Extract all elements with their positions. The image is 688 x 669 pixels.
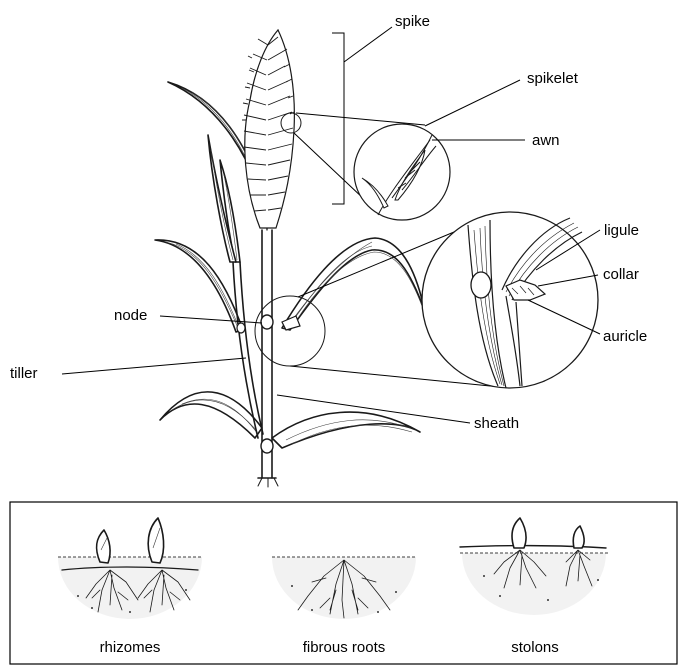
lower-left-leaf [160, 392, 262, 438]
leader-node [160, 316, 262, 323]
root-types-panel: rhizomes fibrous roots stolons [10, 502, 677, 664]
lower-right-leaf [272, 412, 420, 448]
tiller-leaf [208, 135, 240, 262]
collar-source-circle [255, 296, 325, 366]
stolons-illustration: stolons [460, 518, 608, 656]
spike [242, 30, 294, 230]
ligule-small [282, 316, 300, 330]
node-main-upper [261, 315, 273, 329]
spikelet-magnifier [281, 113, 450, 220]
label-awn: awn [532, 132, 560, 149]
node-main-lower [261, 439, 273, 453]
leader-tiller [62, 358, 246, 374]
rhizomes-illustration: rhizomes [58, 518, 202, 656]
upper-right-leaf [282, 238, 425, 330]
spikelet-zoom-circle [354, 124, 450, 220]
label-collar: collar [603, 266, 639, 283]
leader-spikelet [425, 80, 520, 126]
fibrous-roots-label: fibrous roots [303, 639, 386, 656]
collar-zoom-node [471, 272, 491, 298]
label-spike: spike [395, 13, 430, 30]
label-sheath: sheath [474, 415, 519, 432]
fibrous-roots-illustration: fibrous roots [272, 557, 416, 656]
label-tiller: tiller [10, 365, 38, 382]
label-spikelet: spikelet [527, 70, 579, 87]
grass-plant [155, 30, 425, 487]
label-node: node [114, 307, 147, 324]
stolons-label: stolons [511, 639, 559, 656]
collar-zoom-circle [422, 212, 598, 388]
base-roots [258, 478, 278, 487]
label-ligule: ligule [604, 222, 639, 239]
collar-magnifier [255, 212, 598, 388]
rhizomes-label: rhizomes [100, 639, 161, 656]
label-auricle: auricle [603, 328, 647, 345]
leader-spike [344, 27, 392, 62]
